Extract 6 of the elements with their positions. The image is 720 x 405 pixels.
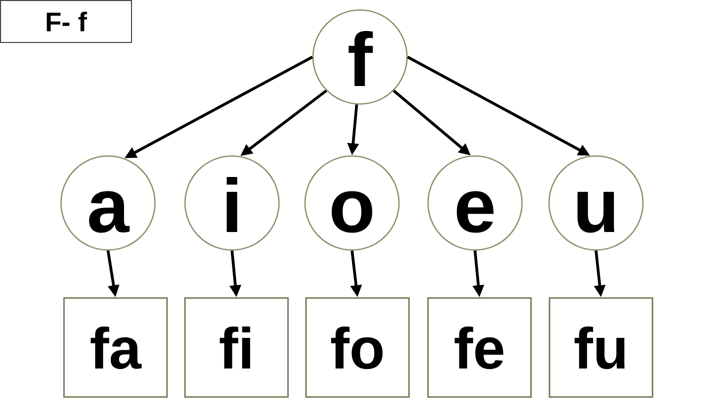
title-box: F- f <box>0 0 132 43</box>
syllable-box: fa <box>63 297 168 398</box>
syllable-box: fo <box>305 297 410 398</box>
syllable-box: fi <box>184 297 289 398</box>
syllable-box: fe <box>427 297 532 398</box>
syllable-box: fu <box>548 297 654 398</box>
